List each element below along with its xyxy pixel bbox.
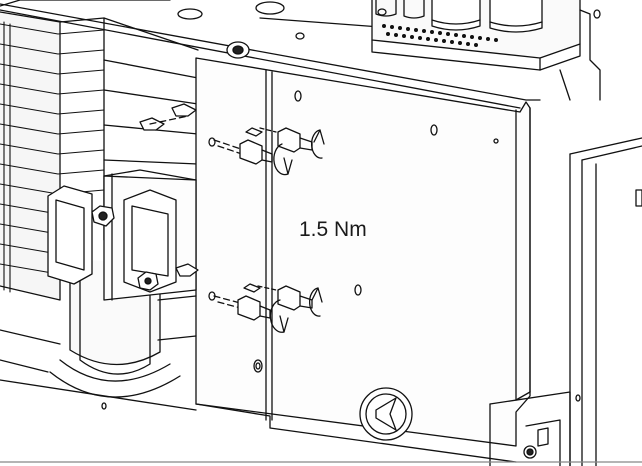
transformer-nuts <box>91 205 159 291</box>
standoff-3 <box>237 283 271 321</box>
standoff-4 <box>277 285 313 311</box>
cover-plate <box>101 57 581 463</box>
cable-grommet <box>359 387 413 441</box>
rotate-arrow-icon <box>273 143 289 176</box>
rotate-arrow-icon <box>269 299 285 333</box>
standoff-lower-pair <box>175 263 323 333</box>
standoff-1 <box>239 127 273 165</box>
mounting-bracket <box>47 185 177 293</box>
standoff-upper-pair <box>139 103 325 176</box>
right-enclosure <box>489 137 642 466</box>
rotate-arrow-icon <box>308 287 321 317</box>
capacitor-group <box>375 0 543 33</box>
transformer <box>0 169 197 411</box>
rotate-arrow-icon <box>310 129 323 159</box>
pcb-pads <box>382 24 498 47</box>
top-chassis <box>0 0 601 109</box>
torque-value-label: 1.5 Nm <box>299 218 367 241</box>
